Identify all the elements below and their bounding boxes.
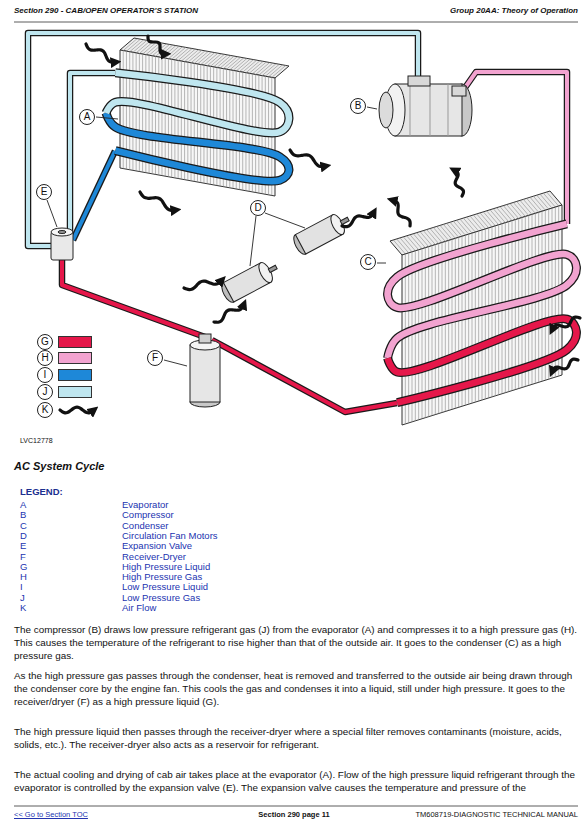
- legend-letter: D: [20, 531, 110, 541]
- legend-swatch: [58, 386, 92, 398]
- callout-letter: A: [79, 109, 95, 125]
- legend-name: Compressor: [122, 510, 372, 520]
- legend-name: High Pressure Liquid: [122, 562, 372, 572]
- legend-swatch: [58, 369, 92, 381]
- air-flow-sample: [60, 407, 94, 413]
- circulation-fan-motor: [291, 209, 353, 256]
- air-flow-arrow: [148, 36, 166, 54]
- air-flow-arrow: [552, 359, 578, 372]
- callout-letter: B: [350, 98, 366, 114]
- legend-letter: F: [20, 552, 110, 562]
- legend-name: Evaporator: [122, 500, 372, 510]
- coil-tube: [388, 224, 577, 358]
- high-pressure-liquid-line: [62, 260, 397, 412]
- legend-letter: J: [20, 593, 110, 603]
- air-flow-arrows: [60, 36, 580, 413]
- low-pressure-liquid-line: [73, 151, 115, 240]
- leader-lines: [47, 107, 386, 366]
- legend-letter: G: [20, 562, 110, 572]
- legend-letter: E: [20, 541, 110, 551]
- air-flow-arrow: [184, 280, 222, 290]
- legend-name: Air Flow: [122, 603, 372, 613]
- air-flow-arrow: [290, 150, 326, 167]
- legend-name: Receiver-Dryer: [122, 552, 372, 562]
- legend-letter: K: [20, 603, 110, 613]
- coil-tube: [106, 113, 289, 181]
- legend-name: Condenser: [122, 521, 372, 531]
- legend-letter: A: [20, 500, 110, 510]
- air-flow-arrow: [392, 200, 410, 226]
- footer-link: << Go to Section TOC: [14, 810, 164, 819]
- page-header: Group 20AA: Theory of Operation: [300, 6, 578, 15]
- compressor: [379, 76, 472, 136]
- legend-letter: J: [37, 384, 53, 400]
- legend-letter: H: [20, 572, 110, 582]
- legend-swatch: [58, 352, 92, 364]
- figure-title: AC System Cycle: [14, 460, 105, 472]
- header-rule: [14, 22, 578, 23]
- air-flow-arrow: [342, 212, 374, 227]
- legend-name: Circulation Fan Motors: [122, 531, 372, 541]
- air-flow-arrow: [552, 317, 580, 330]
- legend-letter: H: [37, 350, 53, 366]
- callout-letter: C: [360, 254, 376, 270]
- legend-letter: I: [20, 582, 110, 592]
- air-flow-arrow: [454, 170, 464, 196]
- legend-letter: B: [20, 510, 110, 520]
- legend-letter: I: [37, 367, 53, 383]
- legend-letter: K: [37, 402, 53, 418]
- footer-page: Section 290 page 11: [194, 810, 394, 819]
- legend-heading: LEGEND:: [20, 486, 120, 497]
- figure-number: LVC12778: [20, 437, 100, 444]
- legend-name: Expansion Valve: [122, 541, 372, 551]
- page-header: Section 290 - CAB/OPEN OPERATOR'S STATIO…: [14, 6, 344, 15]
- body-paragraph: The compressor (B) draws low pressure re…: [14, 623, 578, 662]
- legend-letter: C: [20, 521, 110, 531]
- coil-tube: [388, 319, 577, 403]
- body-paragraph: The high pressure liquid then passes thr…: [14, 725, 578, 751]
- receiver-dryer: [190, 334, 220, 407]
- low-pressure-gas-line: [28, 33, 418, 246]
- air-flow-arrow: [214, 304, 244, 322]
- callout-letter: F: [147, 350, 163, 366]
- legend-name: Low Pressure Gas: [122, 593, 372, 603]
- footer-rule: [14, 806, 578, 807]
- callout-letter: E: [36, 184, 52, 200]
- legend-swatch: [58, 336, 92, 348]
- body-paragraph: The actual cooling and drying of cab air…: [14, 768, 578, 794]
- legend-letter: G: [37, 334, 53, 350]
- air-flow-arrow: [140, 192, 176, 210]
- legend-name: High Pressure Gas: [122, 572, 372, 582]
- legend-name: Low Pressure Liquid: [122, 582, 372, 592]
- body-paragraph: As the high pressure gas passes through …: [14, 669, 578, 708]
- expansion-valve: [51, 228, 73, 260]
- coil-tube: [106, 73, 289, 133]
- condenser: [388, 191, 577, 425]
- air-flow-arrow: [86, 44, 116, 62]
- footer-manual: TM608719-DIAGNOSTIC TECHNICAL MANUAL: [330, 810, 578, 819]
- evaporator: [106, 38, 289, 196]
- callout-letter: D: [250, 200, 266, 216]
